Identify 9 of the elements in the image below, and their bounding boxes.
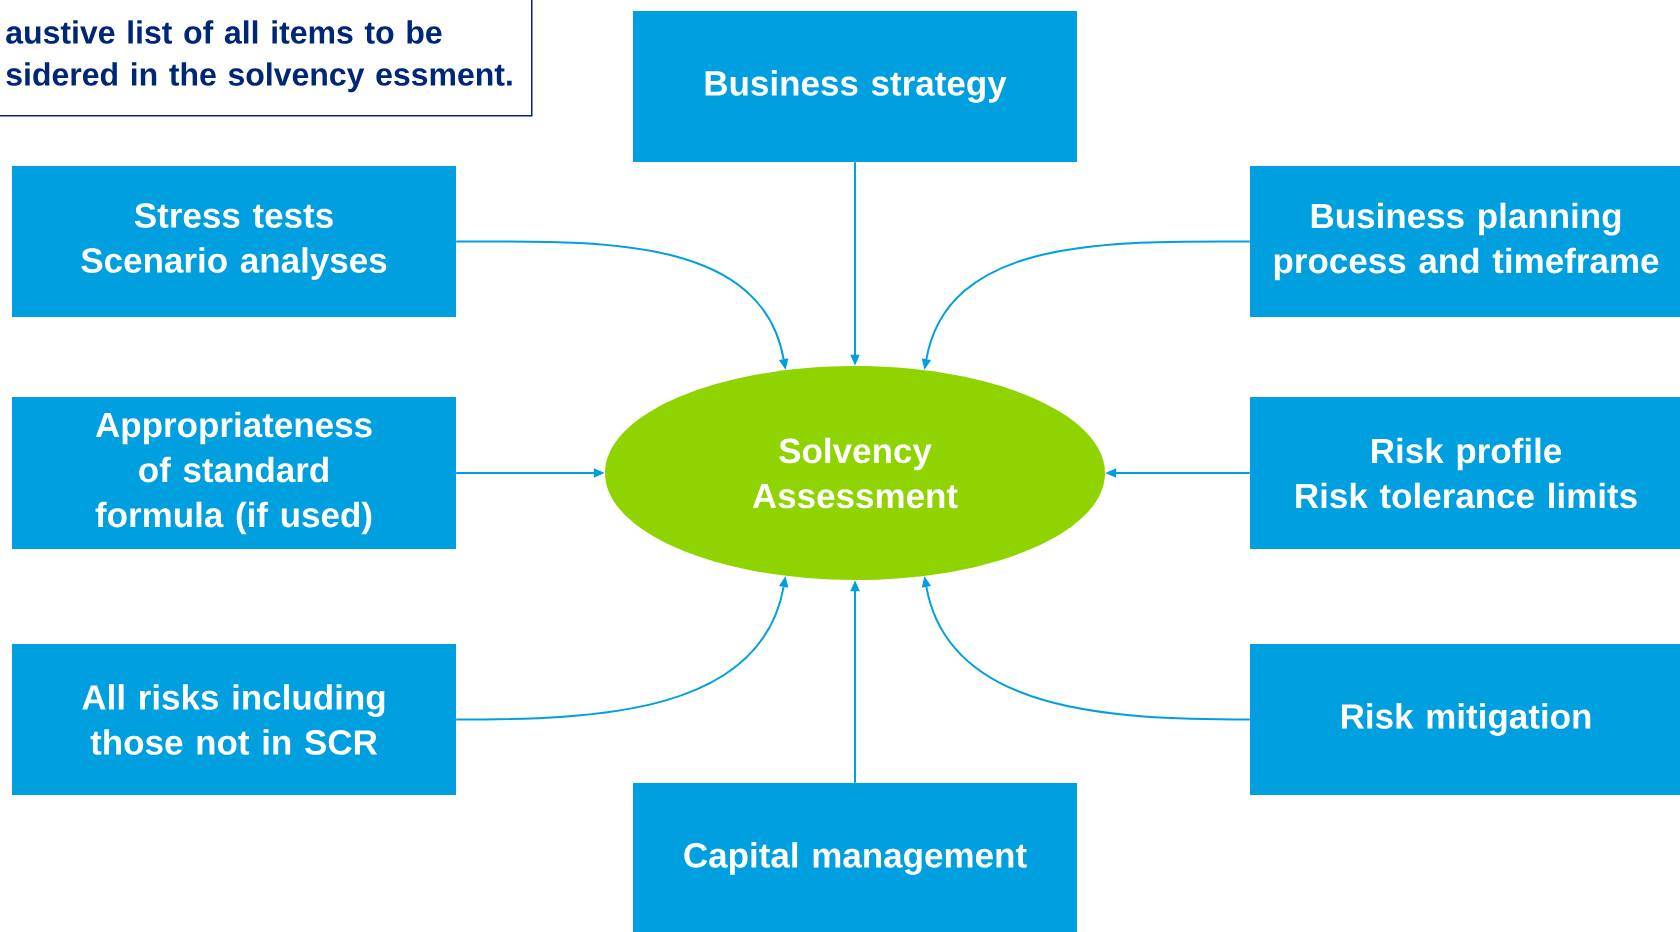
topic-box: Stress tests Scenario analyses — [12, 166, 456, 317]
note-box: austive list of all items to be sidered in the solvency essment. — [0, 0, 533, 117]
topic-box: All risks including those not in SCR — [12, 644, 456, 795]
topic-box: Appropriateness of standard formula (if used) — [12, 397, 456, 549]
topic-box: Business planning process and timeframe — [1250, 166, 1680, 317]
topic-box: Capital management — [633, 783, 1077, 932]
topic-box: Risk profile Risk tolerance limits — [1250, 397, 1680, 549]
topic-box: Risk mitigation — [1250, 644, 1680, 795]
topic-box: Business strategy — [633, 11, 1077, 162]
